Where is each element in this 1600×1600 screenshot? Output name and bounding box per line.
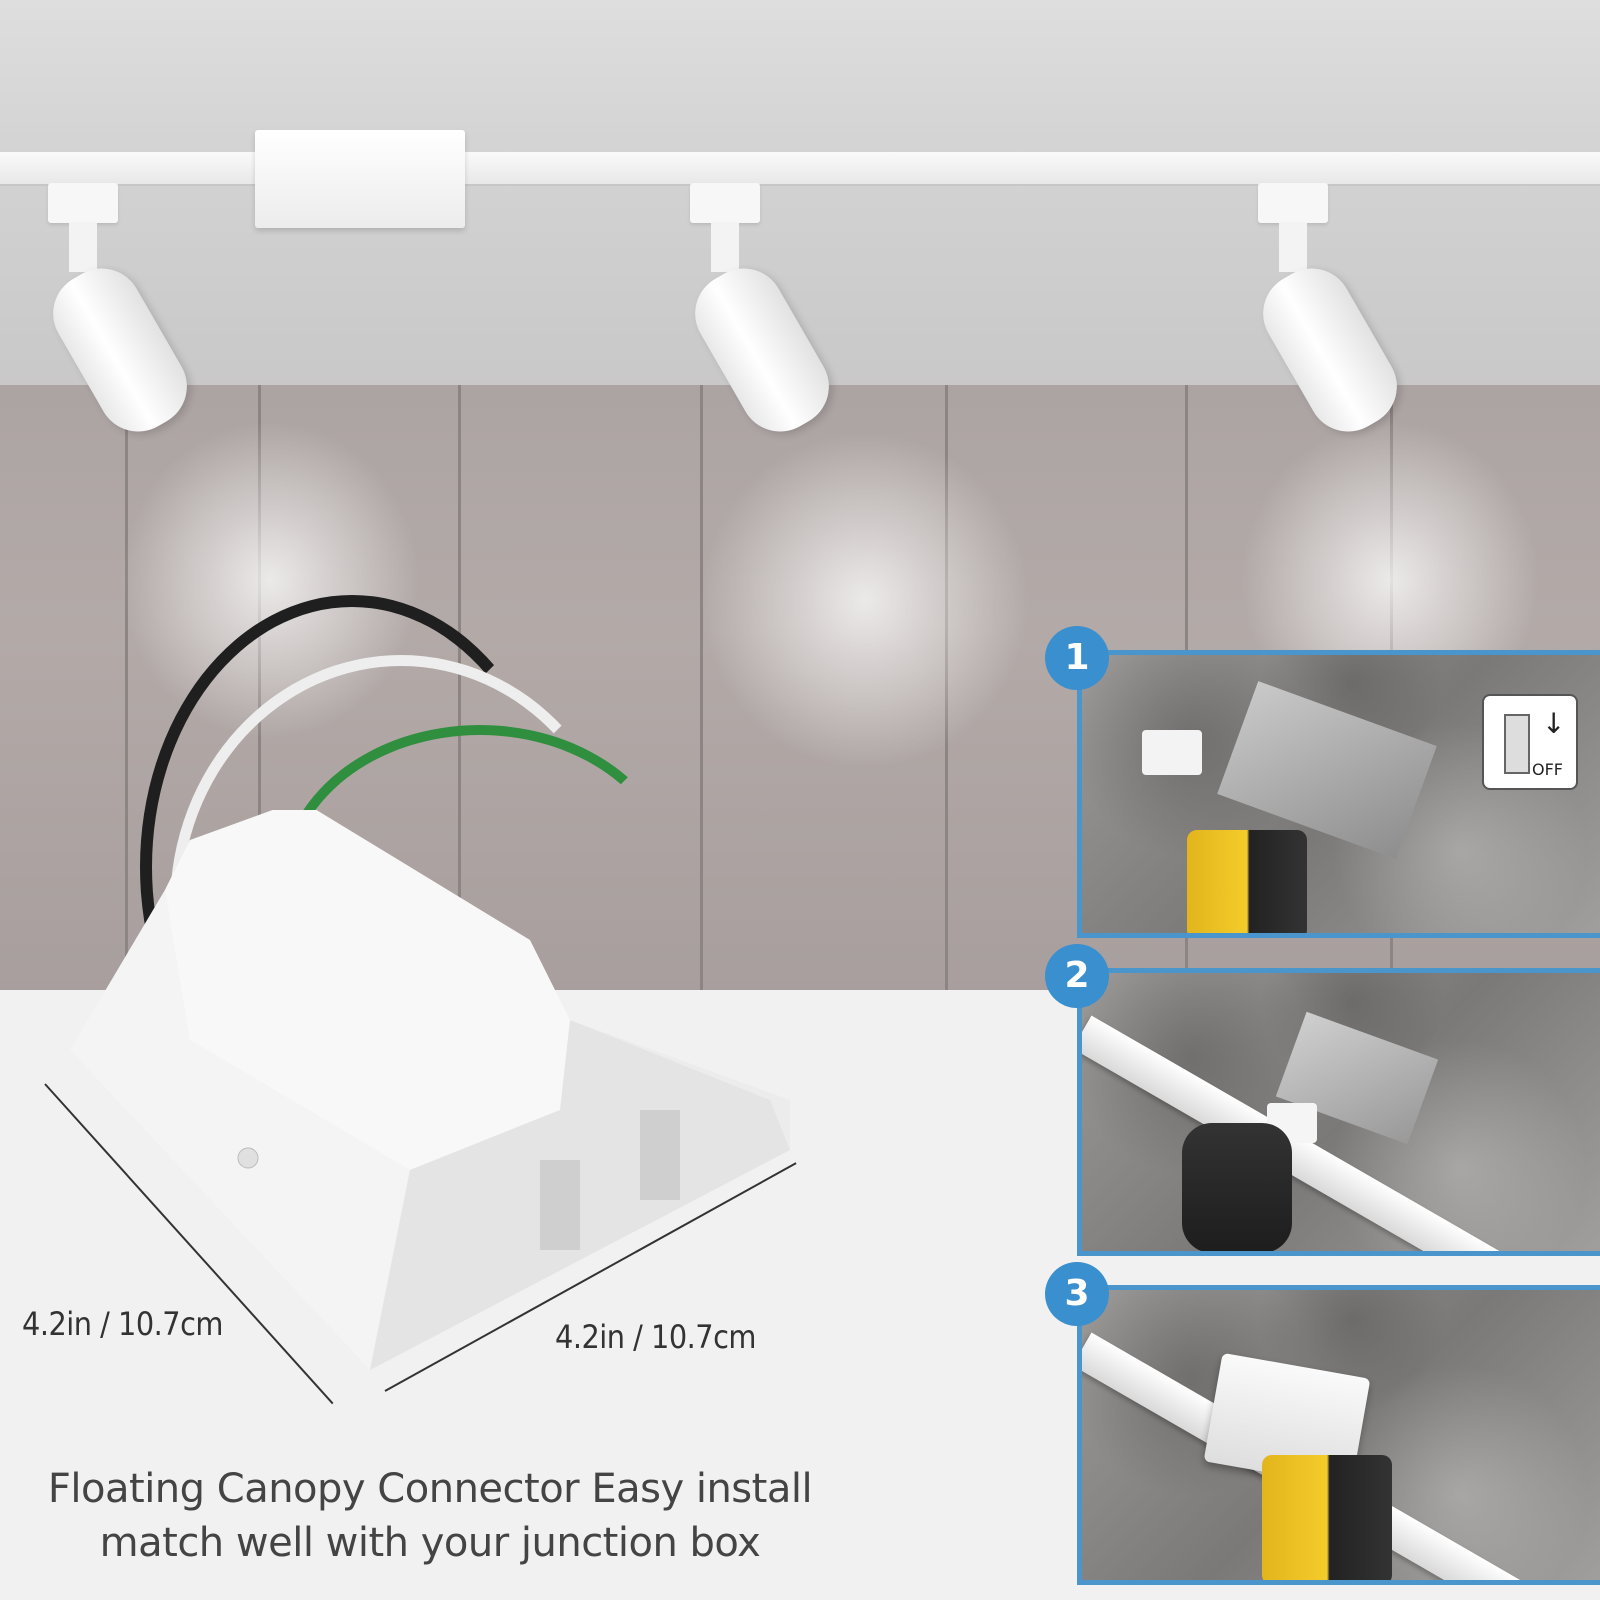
track-adapter — [690, 183, 760, 223]
switch-toggle — [1504, 714, 1530, 774]
track-adapter — [48, 183, 118, 223]
step-3-badge: 3 — [1045, 1262, 1109, 1326]
wall-seam — [125, 385, 128, 1000]
wall-seam — [700, 385, 703, 1000]
power-off-switch-icon: ↓ OFF — [1482, 694, 1578, 790]
power-drill — [1262, 1455, 1392, 1580]
canopy-connector-product — [70, 810, 790, 1370]
step-1-badge: 1 — [1045, 626, 1109, 690]
dimension-label-depth: 4.2in / 10.7cm — [22, 1305, 223, 1343]
light-glow — [700, 430, 1030, 770]
step-2-panel — [1077, 968, 1600, 1256]
gloved-hand — [1182, 1123, 1292, 1251]
light-stem — [711, 222, 739, 272]
canopy-mount — [1142, 730, 1202, 775]
dimension-label-width: 4.2in / 10.7cm — [555, 1318, 756, 1356]
product-caption: Floating Canopy Connector Easy install m… — [0, 1462, 860, 1570]
light-stem — [1279, 222, 1307, 272]
step-2-badge: 2 — [1045, 944, 1109, 1008]
power-drill — [1187, 830, 1307, 933]
step-3-panel — [1077, 1285, 1600, 1585]
caption-line-2: match well with your junction box — [99, 1520, 761, 1566]
light-stem — [69, 222, 97, 272]
track-adapter — [1258, 183, 1328, 223]
down-arrow-icon: ↓ — [1542, 707, 1566, 740]
floating-canopy-mounted — [255, 130, 465, 228]
off-label: OFF — [1532, 760, 1563, 779]
light-track-rail — [0, 152, 1600, 186]
caption-line-1: Floating Canopy Connector Easy install — [47, 1466, 813, 1512]
